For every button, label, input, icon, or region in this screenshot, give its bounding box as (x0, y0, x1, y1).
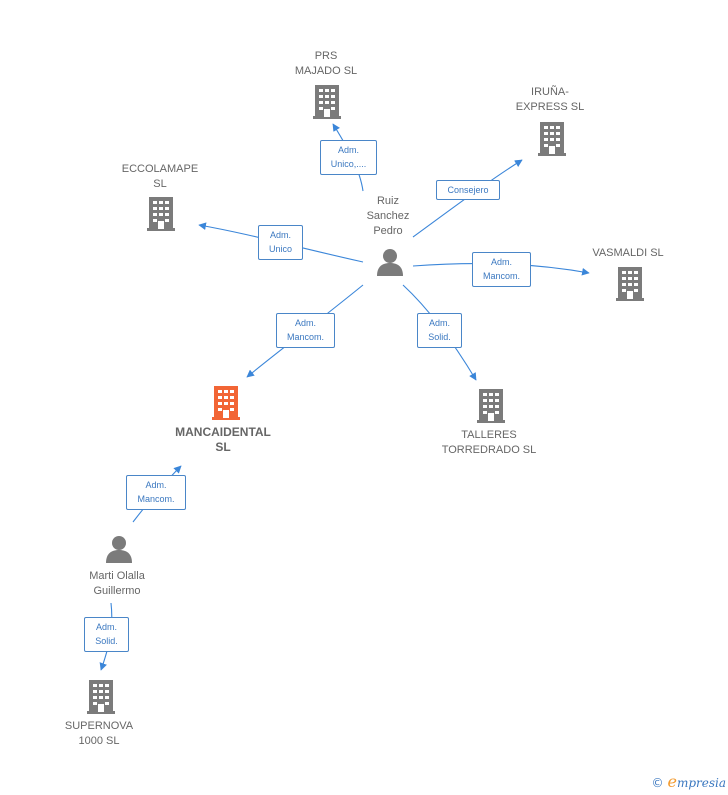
vasmaldi-building-icon[interactable] (616, 267, 644, 301)
edge-label-to-vasmaldi: Adm. Mancom. (472, 252, 531, 287)
node-label-prs-majado[interactable]: PRS MAJADO SL (294, 50, 358, 77)
supernova-building-icon[interactable] (87, 680, 115, 714)
eccolamape-building-icon[interactable] (147, 197, 175, 231)
brand-name: mpresia (676, 776, 726, 790)
ruiz-sanchez-person-icon[interactable] (377, 249, 403, 276)
brand-initial: e (667, 772, 677, 791)
node-label-supernova[interactable]: SUPERNOVA 1000 SL (64, 720, 134, 747)
copyright-symbol: © (651, 776, 664, 790)
empresia-logo[interactable]: ©empresia (651, 772, 726, 791)
edge-label-to-prs: Adm. Unico,.... (320, 140, 377, 175)
node-label-iruna-express[interactable]: IRUÑA- EXPRESS SL (515, 86, 585, 113)
mancaidental-building-icon[interactable] (212, 386, 240, 420)
talleres-building-icon[interactable] (477, 389, 505, 423)
edge-label-to-mancaidental: Adm. Mancom. (276, 313, 335, 348)
node-label-vasmaldi[interactable]: VASMALDI SL (592, 247, 664, 259)
marti-olalla-person-icon[interactable] (106, 536, 132, 563)
edge-label-to-iruna: Consejero (436, 180, 500, 200)
edge-label-marti-to-mancaidental: Adm. Mancom. (126, 475, 186, 510)
edge-label-to-talleres: Adm. Solid. (417, 313, 462, 348)
edge-label-to-eccolamape: Adm. Unico (258, 225, 303, 260)
prs-majado-building-icon[interactable] (313, 85, 341, 119)
iruna-express-building-icon[interactable] (538, 122, 566, 156)
node-label-marti-olalla[interactable]: Marti Olalla Guillermo (89, 570, 145, 597)
edge-label-marti-to-supernova: Adm. Solid. (84, 617, 129, 652)
node-label-talleres[interactable]: TALLERES TORREDRADO SL (441, 429, 537, 456)
node-label-ruiz-sanchez[interactable]: Ruiz Sanchez Pedro (366, 195, 410, 237)
node-label-mancaidental[interactable]: MANCAIDENTAL SL (175, 425, 271, 454)
node-label-eccolamape[interactable]: ECCOLAMAPE SL (121, 163, 199, 190)
